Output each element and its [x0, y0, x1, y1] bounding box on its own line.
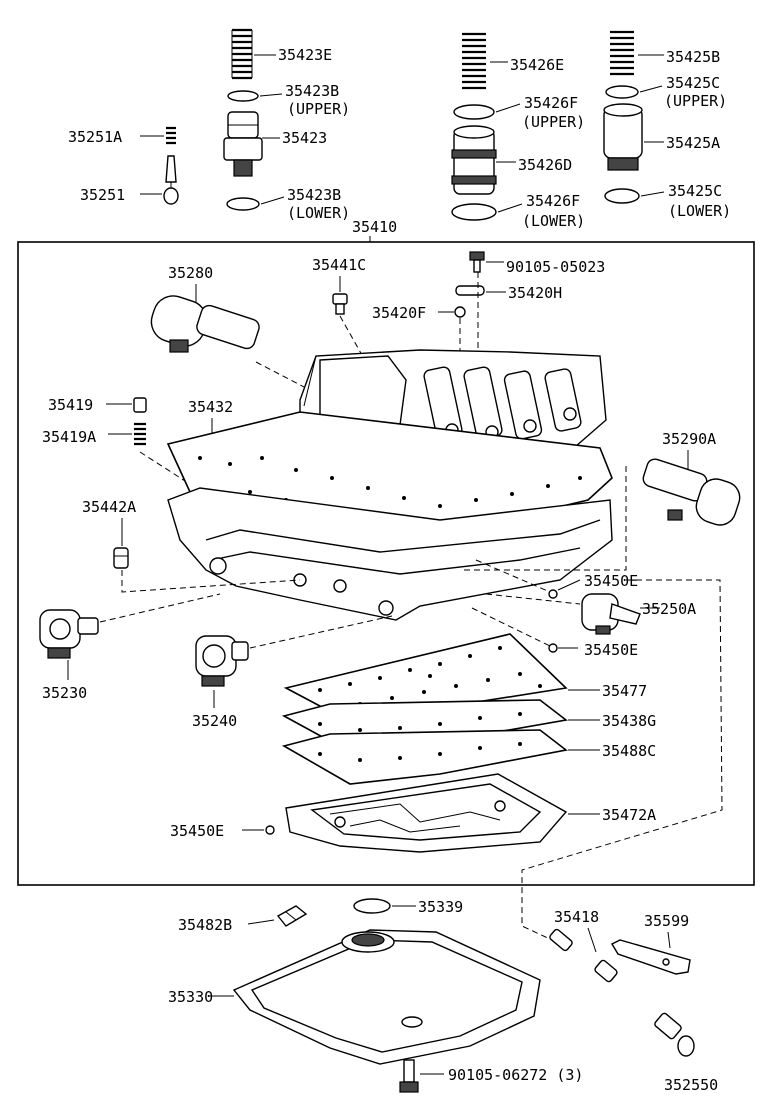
- label-35426D: 35426D: [518, 156, 572, 174]
- label-35450E-1: 35450E: [584, 572, 638, 590]
- solenoid-35250A[interactable]: [581, 593, 641, 635]
- label-35420H: 35420H: [508, 284, 562, 302]
- plug-35442A[interactable]: [113, 547, 129, 569]
- plug-35251[interactable]: [163, 155, 179, 205]
- diagram-id: 352550: [664, 1076, 718, 1094]
- label-35425B: 35425B: [666, 48, 720, 66]
- label-35450E-2: 35450E: [584, 641, 638, 659]
- label-35419A: 35419A: [42, 428, 96, 446]
- label-35425C-upper: 35425C: [666, 74, 720, 92]
- gasket-35488C[interactable]: [281, 729, 568, 785]
- ball-35450E-1[interactable]: [548, 589, 558, 599]
- label-35426F-upper: 35426F: [524, 94, 578, 112]
- bolt-90105-06272[interactable]: [399, 1059, 419, 1093]
- label-35418: 35418: [554, 908, 599, 926]
- label-35450E-3: 35450E: [170, 822, 224, 840]
- solenoid-35425A[interactable]: [603, 103, 643, 171]
- spring-35425B[interactable]: [610, 30, 634, 76]
- label-35488C: 35488C: [602, 742, 656, 760]
- label-35290A: 35290A: [662, 430, 716, 448]
- plug-35441C[interactable]: [332, 293, 348, 315]
- label-35420F: 35420F: [372, 304, 426, 322]
- spring-35426E[interactable]: [462, 32, 486, 90]
- solenoid-35240[interactable]: [195, 635, 249, 687]
- label-90105-05023: 90105-05023: [506, 258, 605, 276]
- oring-35425C-lower[interactable]: [604, 188, 640, 204]
- label-35426F-lower: 35426F: [526, 192, 580, 210]
- lower-valve-body[interactable]: [167, 487, 613, 621]
- frame-label: 35410: [352, 218, 397, 236]
- manual-valve-35418[interactable]: [549, 928, 695, 1057]
- oil-pan-35330[interactable]: [232, 929, 541, 1065]
- label-35599: 35599: [644, 912, 689, 930]
- label-35477: 35477: [602, 682, 647, 700]
- solenoid-35423[interactable]: [223, 111, 263, 177]
- label-35426E: 35426E: [510, 56, 564, 74]
- clip-35482B[interactable]: [276, 905, 308, 927]
- ball-35450E-3[interactable]: [265, 825, 275, 835]
- label-35472A: 35472A: [602, 806, 656, 824]
- label-35482B: 35482B: [178, 916, 232, 934]
- label-35419: 35419: [48, 396, 93, 414]
- label-upper-1: (UPPER): [287, 100, 350, 118]
- label-lower-3: (LOWER): [668, 202, 731, 220]
- label-35230: 35230: [42, 684, 87, 702]
- label-35330: 35330: [168, 988, 213, 1006]
- label-lower-1: (LOWER): [287, 204, 350, 222]
- oring-35339[interactable]: [353, 898, 391, 914]
- ball-35420F[interactable]: [454, 306, 466, 318]
- solenoid-35290A[interactable]: [641, 457, 744, 529]
- oring-35423B-lower[interactable]: [226, 197, 260, 211]
- bolt-90105-05023[interactable]: [469, 251, 485, 273]
- spring-35423E[interactable]: [231, 28, 253, 80]
- label-35423B-upper: 35423B: [285, 82, 339, 100]
- label-35425A: 35425A: [666, 134, 720, 152]
- label-35438G: 35438G: [602, 712, 656, 730]
- label-35339: 35339: [418, 898, 463, 916]
- label-35423: 35423: [282, 129, 327, 147]
- oring-35426F-lower[interactable]: [451, 203, 497, 221]
- label-35425C-lower: 35425C: [668, 182, 722, 200]
- solenoid-35230[interactable]: [39, 609, 99, 659]
- valve-body-frame: [17, 241, 755, 886]
- spring-35419A[interactable]: [134, 422, 146, 446]
- oring-35425C-upper[interactable]: [605, 85, 639, 99]
- ball-35450E-2[interactable]: [548, 643, 558, 653]
- label-35280: 35280: [168, 264, 213, 282]
- label-upper-3: (UPPER): [664, 92, 727, 110]
- label-90105-06272: 90105-06272 (3): [448, 1066, 583, 1084]
- sleeve-35426D[interactable]: [451, 125, 497, 195]
- label-35423B-lower: 35423B: [287, 186, 341, 204]
- label-35441C: 35441C: [312, 256, 366, 274]
- detent-spring-35599[interactable]: [611, 939, 691, 975]
- label-35250A: 35250A: [642, 600, 696, 618]
- plug-35419[interactable]: [133, 397, 147, 413]
- label-35251: 35251: [80, 186, 125, 204]
- label-35240: 35240: [192, 712, 237, 730]
- label-35251A: 35251A: [68, 128, 122, 146]
- label-35432: 35432: [188, 398, 233, 416]
- valve-body-35472A[interactable]: [285, 773, 568, 853]
- label-35423E: 35423E: [278, 46, 332, 64]
- oring-35426F-upper[interactable]: [453, 104, 495, 120]
- plate-35420H[interactable]: [455, 285, 485, 296]
- label-upper-2: (UPPER): [522, 113, 585, 131]
- label-lower-2: (LOWER): [522, 212, 585, 230]
- oring-35423B-upper[interactable]: [227, 90, 259, 102]
- spring-35251A[interactable]: [166, 126, 176, 145]
- label-35442A: 35442A: [82, 498, 136, 516]
- solenoid-35280[interactable]: [146, 291, 261, 353]
